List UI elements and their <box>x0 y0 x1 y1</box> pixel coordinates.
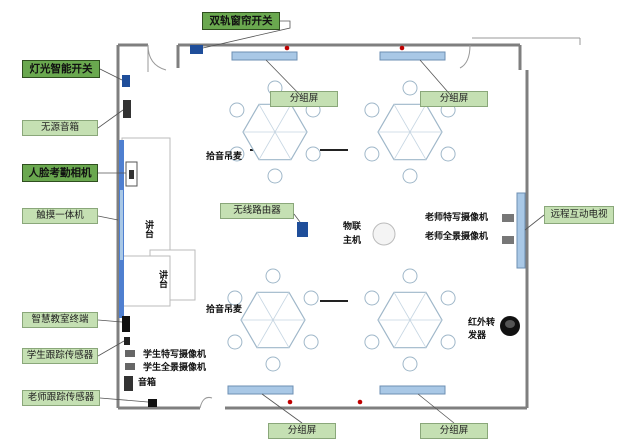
table-divider <box>393 292 411 321</box>
label-remote-tv: 远程互动电视 <box>544 206 614 224</box>
text-iot-host-2: 主机 <box>343 236 362 246</box>
remote-tv-screen <box>516 192 526 269</box>
label-group-screen-1: 分组屏 <box>270 91 338 107</box>
ir-transmitter-lens <box>505 320 515 328</box>
label-student-tracking-sensor: 学生跟踪传感器 <box>22 348 98 364</box>
table-divider <box>274 104 292 133</box>
teacher-camera-icons <box>502 214 514 244</box>
speaker-device <box>124 376 133 391</box>
table-divider <box>258 104 276 133</box>
passive-speaker-device <box>123 100 131 118</box>
label-face-camera: 人脸考勤相机 <box>22 164 98 182</box>
iot-host-device <box>372 222 396 246</box>
chair <box>265 356 281 372</box>
student-camera-icons <box>125 350 135 370</box>
curtain-switch-device <box>190 45 203 54</box>
chair <box>267 168 283 184</box>
label-group-screen-2: 分组屏 <box>420 91 488 107</box>
group-screen-bottom-left <box>227 385 294 395</box>
group-screen-top-left <box>231 51 298 61</box>
group-table <box>227 268 319 372</box>
label-curtain-switch: 双轨窗帘开关 <box>202 12 280 30</box>
chair <box>229 102 245 118</box>
teacher-tracking-sensor-device <box>148 399 157 407</box>
wireless-router-device <box>297 222 308 237</box>
label-teacher-tracking-sensor: 老师跟踪传感器 <box>22 390 100 406</box>
label-light-switch: 灯光智能开关 <box>22 60 100 78</box>
chair <box>305 146 321 162</box>
table-divider <box>393 131 411 160</box>
door-swings <box>147 37 581 409</box>
chair <box>440 146 456 162</box>
chair <box>402 268 418 284</box>
chair <box>402 356 418 372</box>
text-ir-transmitter-2: 发器 <box>468 331 487 341</box>
label-wireless-router: 无线路由器 <box>220 203 294 219</box>
text-podium-2: 讲台 <box>157 270 167 288</box>
table-divider <box>258 131 276 160</box>
light-switch-device <box>122 75 130 87</box>
label-smart-terminal: 智慧教室终端 <box>22 312 98 328</box>
table-divider <box>272 292 290 321</box>
podium-area <box>119 137 196 318</box>
chair <box>303 290 319 306</box>
led-bottom-left <box>287 399 293 405</box>
group-table <box>364 80 456 184</box>
led-bottom-right <box>357 399 363 405</box>
table-divider <box>409 319 427 348</box>
table-divider <box>256 292 274 321</box>
text-student-panorama-cam: 学生全景摄像机 <box>143 363 207 373</box>
chair <box>402 80 418 96</box>
label-touch-panel: 触摸一体机 <box>22 208 98 224</box>
table-divider <box>393 104 411 133</box>
label-passive-speaker: 无源音箱 <box>22 120 98 136</box>
text-student-closeup-cam: 学生特写摄像机 <box>143 350 207 360</box>
table-divider <box>274 131 292 160</box>
chair <box>229 146 245 162</box>
text-ir-transmitter-1: 红外转 <box>468 318 496 328</box>
chair <box>227 334 243 350</box>
text-pickup-mic-bottom: 拾音吊麦 <box>206 305 243 315</box>
led-top-left <box>284 45 290 51</box>
label-group-screen-3: 分组屏 <box>268 423 336 439</box>
chair <box>440 334 456 350</box>
text-iot-host-1: 物联 <box>343 222 362 232</box>
chair <box>440 290 456 306</box>
table-divider <box>256 319 274 348</box>
table-divider <box>393 319 411 348</box>
group-table <box>364 268 456 372</box>
text-teacher-panorama-cam: 老师全景摄像机 <box>425 232 489 242</box>
chair <box>265 268 281 284</box>
label-group-screen-4: 分组屏 <box>420 423 488 439</box>
chair <box>402 168 418 184</box>
chair <box>364 146 380 162</box>
student-tracking-sensor-device <box>124 337 130 345</box>
chair <box>227 290 243 306</box>
text-pickup-mic-top: 拾音吊麦 <box>206 152 243 162</box>
smart-terminal-device <box>122 316 130 332</box>
face-camera-lens <box>129 170 134 179</box>
text-teacher-closeup-cam: 老师特写摄像机 <box>425 213 489 223</box>
chair <box>364 290 380 306</box>
chair <box>303 334 319 350</box>
table-divider <box>409 292 427 321</box>
text-speaker: 音箱 <box>138 378 157 388</box>
group-tables <box>227 80 456 372</box>
table-divider <box>409 131 427 160</box>
group-screen-bottom-right <box>379 385 446 395</box>
table-divider <box>272 319 290 348</box>
text-podium-1: 讲台 <box>143 220 153 238</box>
led-top-right <box>399 45 405 51</box>
chair <box>364 334 380 350</box>
chair <box>364 102 380 118</box>
table-divider <box>409 104 427 133</box>
group-screen-top-right <box>379 51 446 61</box>
